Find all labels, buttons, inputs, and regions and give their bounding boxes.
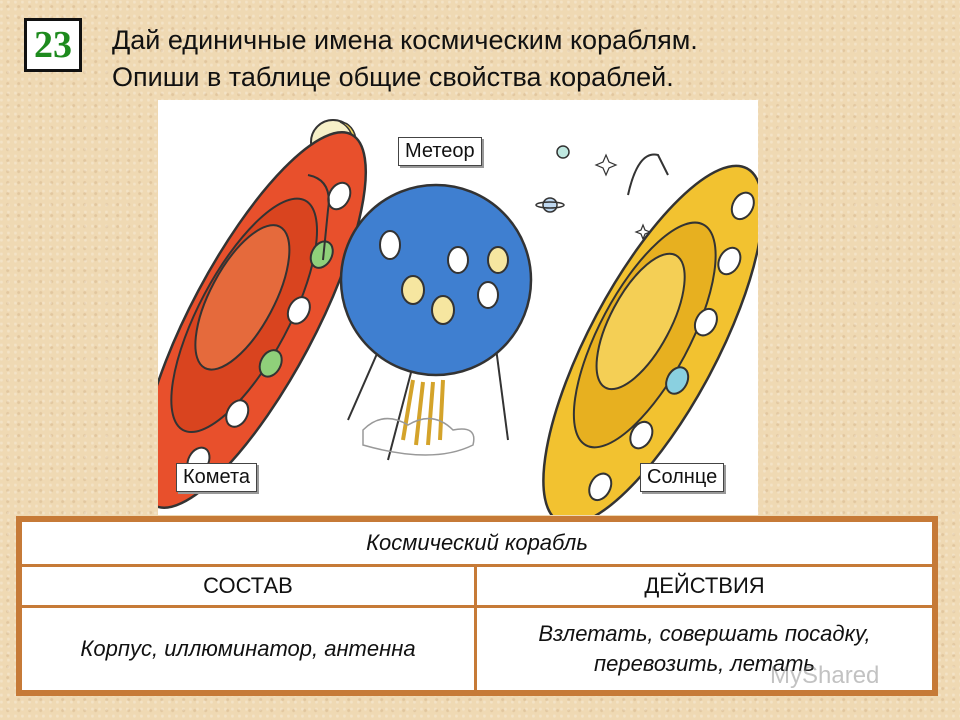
actions-value-line-2: перевозить, летать [594, 651, 815, 676]
yellow-spaceship [542, 164, 758, 515]
task-title: Дай единичные имена космическим кораблям… [112, 22, 698, 96]
ship-label-meteor: Метеор [398, 137, 482, 166]
col1-value-cell: Корпус, иллюминатор, антенна [22, 608, 474, 690]
composition-value: Корпус, иллюминатор, антенна [80, 636, 416, 661]
red-spaceship [158, 131, 368, 509]
composition-header: СОСТАВ [203, 573, 293, 598]
ship-label-sun: Солнце [640, 463, 725, 492]
col2-header-cell: ДЕЙСТВИЯ [477, 567, 932, 605]
spaceships-illustration: Метеор Комета Солнце [158, 100, 758, 515]
watermark-logo: MyShared [770, 662, 879, 690]
table-header-cell: Космический корабль [22, 522, 932, 564]
properties-table: Космический корабль СОСТАВ ДЕЙСТВИЯ Корп… [16, 516, 938, 696]
col1-header-cell: СОСТАВ [22, 567, 474, 605]
table-header: Космический корабль [366, 530, 588, 555]
actions-value-line-1: Взлетать, совершать посадку, [538, 621, 871, 646]
col2-value-cell: Взлетать, совершать посадку, перевозить,… [477, 608, 932, 690]
ship-label-comet: Комета [176, 463, 258, 492]
blue-spaceship [339, 183, 533, 461]
small-planet-icon [556, 145, 570, 159]
watermark-text: MyShared [770, 662, 880, 689]
task-title-line-2: Опиши в таблице общие свойства кораблей. [112, 62, 674, 92]
planet-icon [535, 197, 565, 213]
actions-header: ДЕЙСТВИЯ [644, 573, 765, 598]
task-title-line-1: Дай единичные имена космическим кораблям… [112, 25, 698, 55]
exercise-number: 23 [34, 24, 72, 66]
spaceships-drawing [158, 119, 758, 515]
star-icon [594, 153, 618, 177]
red-antenna [307, 174, 330, 261]
exercise-number-badge: 23 [24, 18, 82, 72]
yellow-antenna [627, 153, 669, 196]
